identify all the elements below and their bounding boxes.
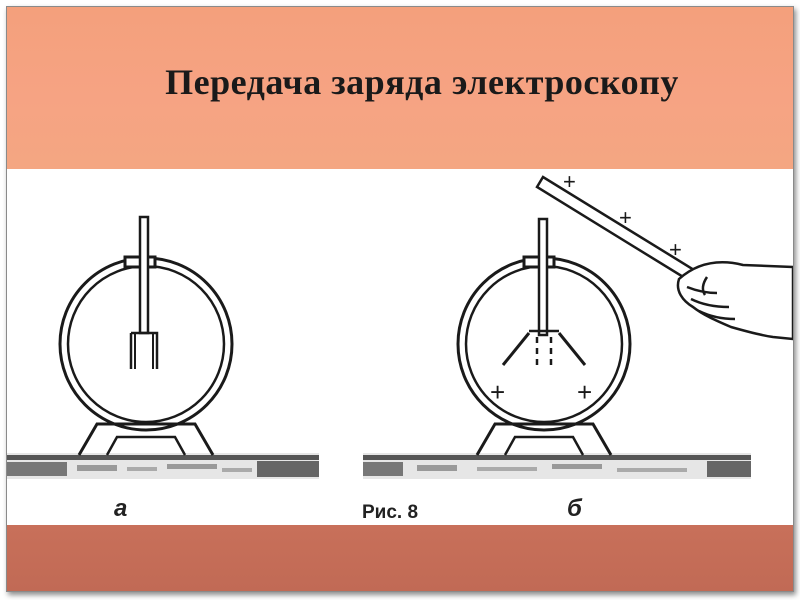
charge-sign-b-right: + <box>577 377 592 407</box>
rod-charge-1: + <box>563 169 576 194</box>
electroscope-b <box>456 217 632 456</box>
charge-sign-b-left: + <box>490 377 505 407</box>
figure-caption: Рис. 8 <box>362 502 419 523</box>
hand-drawing <box>676 261 793 341</box>
footer-band <box>7 525 793 591</box>
ground-right <box>363 453 751 479</box>
header-band: Передача заряда электроскопу <box>7 7 793 169</box>
ground-left <box>7 453 319 479</box>
electroscope-a <box>58 215 234 456</box>
figure-electroscope: + + + + + а Рис. 8 б <box>7 169 793 525</box>
figure-label-a: а <box>114 495 128 522</box>
rod-charge-2: + <box>619 205 632 230</box>
slide: Передача заряда электроскопу <box>6 6 794 592</box>
figure-label-b: б <box>567 495 582 522</box>
slide-title: Передача заряда электроскопу <box>165 62 679 102</box>
rod-charge-3: + <box>669 237 682 262</box>
electroscope-drawing: + + + + + <box>7 169 793 479</box>
